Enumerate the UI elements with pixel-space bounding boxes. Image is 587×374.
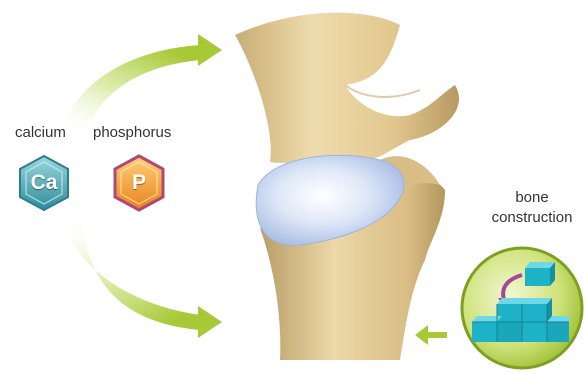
calcium-label: calcium — [15, 124, 66, 141]
upper-curved-arrow — [60, 34, 222, 132]
bone-construction-line1: bone — [482, 188, 582, 208]
phosphorus-symbol: P — [113, 154, 165, 212]
bone-construction-line2: construction — [482, 208, 582, 228]
left-green-arrow — [415, 325, 447, 345]
bone-construction-label: bone construction — [482, 188, 582, 228]
lower-curved-arrow — [60, 220, 222, 338]
calcium-symbol: Ca — [18, 154, 70, 212]
calcium-hexagon: Ca — [18, 154, 70, 212]
block-stack-icon — [462, 248, 582, 368]
phosphorus-label: phosphorus — [93, 124, 171, 141]
femur-bone — [235, 13, 459, 163]
phosphorus-hexagon: P — [113, 154, 165, 212]
